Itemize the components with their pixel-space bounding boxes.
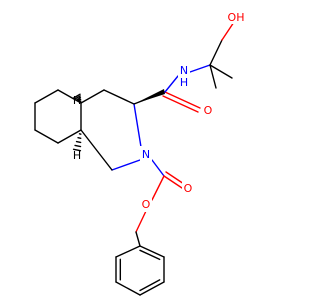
bond-layer <box>35 22 234 295</box>
carbamate-carbonyl-oxygen-label: O <box>184 182 193 195</box>
ring-bond-c3-n <box>134 104 141 147</box>
molecule-structure-svg: OH N H O N O O H H <box>0 0 300 300</box>
bond-amide-carbon-nitrogen <box>165 76 178 92</box>
benzene-bond <box>116 282 140 295</box>
ring-bond-c1-c8a <box>81 130 112 170</box>
carbamate-carbonyl-bond-a <box>164 176 182 188</box>
stereo-hydrogen-bottom-label: H <box>73 149 81 162</box>
benzene-double-bond <box>140 250 160 259</box>
benzene-bond <box>116 246 140 257</box>
amide-oxygen-label: O <box>204 104 213 117</box>
carbamate-carbonyl-bond-b <box>166 172 184 184</box>
bond-ch2-phenyl <box>136 232 140 246</box>
ring-nitrogen-label: N <box>142 148 150 161</box>
ring-bond-n-c1 <box>112 160 140 170</box>
ester-oxygen-label: O <box>142 198 151 211</box>
cyclohexane-bond <box>35 90 58 103</box>
amide-hydrogen-label: H <box>180 76 188 89</box>
bond-c3-amide-carbon <box>134 92 165 104</box>
stereo-wedge-bottom <box>77 142 81 143</box>
stereo-wedge-bottom <box>75 145 80 146</box>
bond-nitrogen-quaternary-carbon <box>190 65 210 72</box>
molecule-drawing: OH N H O N O O H H <box>0 0 300 300</box>
stereo-wedge-bottom <box>78 138 81 139</box>
cyclohexane-bond <box>58 130 81 143</box>
ring-bond-c4a-c4 <box>81 90 104 103</box>
bond-ch2-hydroxyl <box>222 22 234 40</box>
atom-label-layer: OH N H O N O O H H <box>73 8 246 212</box>
bond-quaternary-ch2 <box>210 40 222 65</box>
stereo-hydrogen-top-label: H <box>73 94 81 107</box>
bond-carbamate-ester-oxygen <box>152 176 164 200</box>
bond-ester-oxygen-ch2 <box>136 211 146 232</box>
ring-bond-c4-c3 <box>104 90 134 104</box>
cyclohexane-bond <box>35 130 58 143</box>
bond-ring-nitrogen-carbamate-carbon <box>152 160 164 176</box>
hydroxyl-label: OH <box>228 11 245 24</box>
